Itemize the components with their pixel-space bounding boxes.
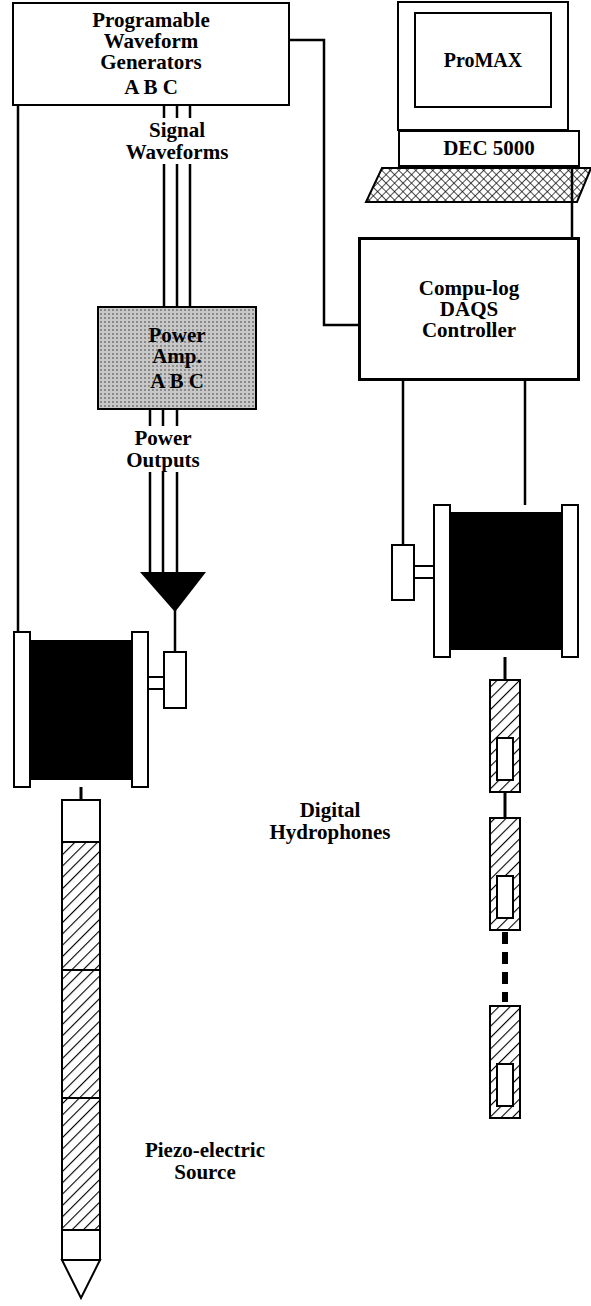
source-tool: [62, 800, 100, 1298]
monitor-screen: ProMAX: [414, 12, 552, 108]
cable-reel: [392, 505, 578, 657]
channel-letters: A B C: [132, 371, 222, 392]
wire-merge-triangle: [140, 572, 206, 612]
box-title: Compu-log DAQS Controller: [394, 278, 544, 341]
wire-label: Power Outputs: [111, 426, 215, 472]
cable-wire: [17, 84, 20, 632]
channel-letters: A B C: [76, 77, 226, 98]
box-title: DEC 5000: [404, 138, 574, 159]
box-title: Power Amp.: [132, 325, 222, 367]
tool-label: Digital Hydrophones: [255, 798, 405, 844]
box-title: Programable Waveform Generators: [76, 10, 226, 73]
cable-reel: [14, 632, 186, 787]
wire-label: Signal Waveforms: [115, 118, 239, 164]
power-amplifier-box: Power Amp. A B C: [97, 306, 257, 410]
signal-wire: [290, 40, 358, 325]
keyboard: [366, 168, 591, 202]
computer-base: DEC 5000: [398, 130, 580, 167]
controller-box: Compu-log DAQS Controller: [358, 237, 580, 381]
signal-wire: [571, 167, 574, 237]
waveform-generator-box: Programable Waveform Generators A B C: [12, 2, 290, 106]
monitor-frame: [398, 2, 568, 130]
hydrophone-string: [490, 680, 520, 1118]
box-title: ProMAX: [420, 50, 546, 71]
cable-wire: [504, 657, 507, 680]
cable-wire: [80, 787, 83, 800]
tool-label: Piezo-electric Source: [120, 1138, 290, 1184]
